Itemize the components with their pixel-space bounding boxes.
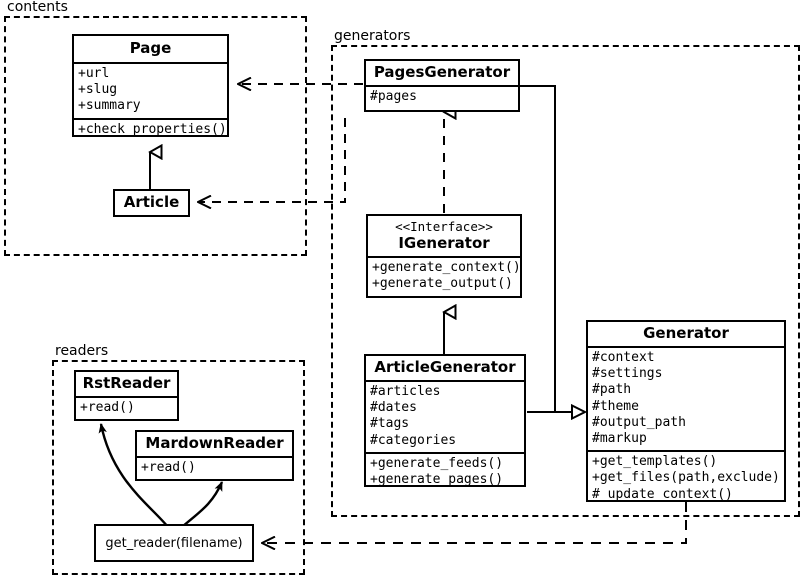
operation: +generate_feeds() [370,455,504,471]
attribute: #context [592,350,655,365]
class-article-name: Article [123,193,180,211]
attribute: #markup [592,431,647,447]
attribute: #tags [370,416,410,432]
divider [366,85,518,87]
function-get-reader-label: get_reader(filename) [105,535,243,551]
operation: +read() [141,460,196,475]
operation: +read() [80,400,135,415]
class-igenerator-operations: +generate_context() +generate_output() [368,258,521,295]
class-generator[interactable]: Generator #context #settings #path #them… [586,320,786,502]
class-rstreader[interactable]: RstReader +read() [74,370,179,421]
package-contents-label: contents [6,0,70,15]
class-mardownreader[interactable]: MardownReader +read() [135,430,294,481]
attribute: #path [592,382,632,398]
divider [588,450,784,453]
attribute: +summary [78,98,141,114]
divider [366,380,524,382]
class-igenerator[interactable]: <<Interface>> IGenerator +generate_conte… [366,214,522,298]
operation: +get_templates() [592,454,718,470]
class-page-name: Page [129,39,172,57]
class-pagesgenerator-name: PagesGenerator [373,63,511,81]
attribute: #pages [370,89,417,104]
divider [588,346,784,348]
divider [366,451,524,454]
operation: +get_files(path,exclude) [592,470,780,486]
class-pagesgenerator[interactable]: PagesGenerator #pages [364,59,520,112]
attribute: #categories [370,432,457,448]
package-readers [52,360,305,575]
class-igenerator-title: IGenerator [398,234,490,252]
package-readers-label: readers [54,343,111,359]
operation: +generate_context() [372,260,521,275]
class-articlegenerator[interactable]: ArticleGenerator #articles #dates #tags … [364,354,526,487]
class-page[interactable]: Page +url +slug +summary +check_properti… [72,34,229,137]
class-igenerator-stereotype: <<Interface>> [395,219,493,234]
class-article[interactable]: Article [113,189,190,217]
operation: +generate_output() [372,276,513,292]
package-generators-label: generators [333,28,413,44]
divider [368,256,520,258]
attribute: #articles [370,384,441,399]
class-articlegenerator-operations: +generate_feeds() +generate_pages() [366,454,524,491]
operation: #_update_context() [592,486,733,502]
attribute: #dates [370,400,417,416]
class-mardownreader-name: MardownReader [145,434,284,452]
class-generator-operations: +get_templates() +get_files(path,exclude… [588,452,784,506]
function-get-reader[interactable]: get_reader(filename) [94,524,254,562]
class-generator-name: Generator [643,324,729,342]
divider [74,62,227,64]
class-rstreader-operations: +read() [76,398,177,419]
divider [137,456,292,458]
class-page-attributes: +url +slug +summary [74,64,227,118]
attribute: +url [78,66,110,81]
attribute: #output_path [592,414,686,430]
class-pagesgenerator-attributes: #pages [366,87,518,108]
class-generator-attributes: #context #settings #path #theme #output_… [588,348,784,450]
class-igenerator-name: <<Interface>> IGenerator [368,216,520,256]
class-rstreader-name: RstReader [82,374,171,392]
divider [76,396,177,398]
attribute: #theme [592,398,639,414]
operation: +check_properties() [78,121,227,137]
divider [74,117,227,120]
attribute: #settings [592,366,663,382]
class-articlegenerator-attributes: #articles #dates #tags #categories [366,382,524,452]
class-articlegenerator-name: ArticleGenerator [374,358,516,376]
operation: +generate_pages() [370,472,504,488]
class-page-operations: +check_properties() [74,120,227,141]
attribute: +slug [78,82,118,98]
class-mardownreader-operations: +read() [137,458,292,479]
